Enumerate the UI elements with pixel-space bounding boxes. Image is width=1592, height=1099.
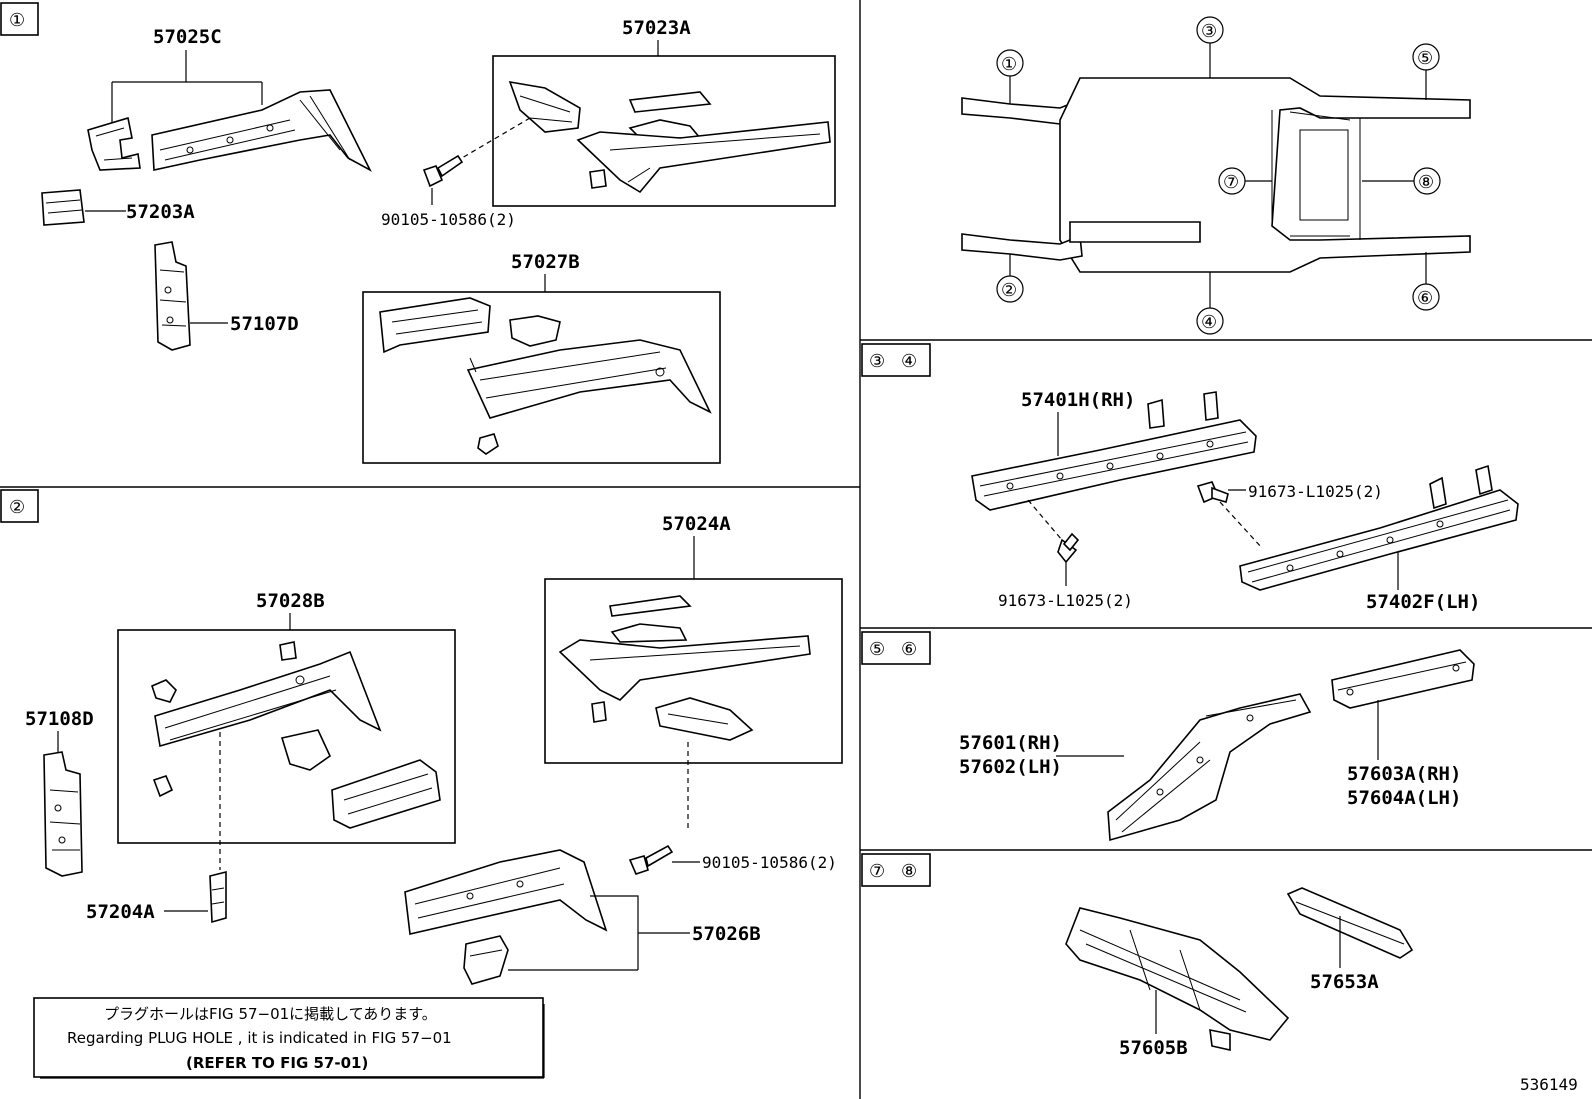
- svg-text:⑧: ⑧: [1418, 172, 1434, 193]
- svg-text:⑤: ⑤: [1417, 48, 1433, 69]
- svg-text:③: ③: [1201, 21, 1217, 42]
- label-57605B: 57605B: [1119, 1037, 1188, 1059]
- part-57024A-clip: [591, 701, 607, 723]
- label-57402F: 57402F(LH): [1366, 591, 1480, 613]
- leader-57026B: [508, 895, 690, 971]
- label-57602: 57602(LH): [959, 756, 1062, 778]
- note-line-en: Regarding PLUG HOLE , it is indicated in…: [67, 1029, 452, 1047]
- svg-text:⑥: ⑥: [1417, 288, 1433, 309]
- part-57402F: [1239, 464, 1519, 591]
- label-57108D: 57108D: [25, 708, 94, 730]
- part-57027B-nut: [477, 433, 499, 455]
- part-57204A: [209, 870, 227, 924]
- label-57025C: 57025C: [153, 26, 222, 48]
- section-label-2: ②: [0, 489, 39, 523]
- part-57028B-bracket: [280, 729, 332, 771]
- section-label-1: ①: [0, 2, 39, 36]
- box-57027B: [362, 291, 721, 464]
- label-57023A: 57023A: [622, 17, 691, 39]
- leader-57025C: [111, 50, 263, 125]
- bolt-90105-a: [422, 154, 464, 188]
- section-label-34: ③ ④: [861, 343, 931, 377]
- part-57028B-member: [331, 759, 441, 829]
- label-57107D: 57107D: [230, 313, 299, 335]
- label-57653A: 57653A: [1310, 971, 1379, 993]
- label-91673-a: 91673-L1025(2): [998, 591, 1133, 610]
- part-57027B-panel: [379, 297, 491, 354]
- bolt-91673-b: [1196, 481, 1229, 504]
- figure-id: 536149: [1520, 1075, 1578, 1094]
- part-57025C-bracket: [87, 116, 141, 171]
- label-57026B: 57026B: [692, 923, 761, 945]
- note-line-jp: プラグホールはFIG 57−01に掲載してあります。: [104, 1005, 437, 1023]
- dash-bolt-57023A: [449, 117, 531, 166]
- svg-text:⑦: ⑦: [869, 861, 885, 882]
- bolt-91673-a: [1057, 532, 1080, 564]
- part-57203A: [41, 189, 85, 226]
- svg-text:⑥: ⑥: [901, 639, 917, 660]
- label-90105-a: 90105-10586(2): [381, 210, 516, 229]
- part-57023A-bracket: [508, 80, 581, 133]
- label-57203A: 57203A: [126, 201, 195, 223]
- label-57601: 57601(RH): [959, 732, 1062, 754]
- svg-text:⑧: ⑧: [901, 861, 917, 882]
- part-57653A: [1286, 887, 1414, 959]
- label-57027B: 57027B: [511, 251, 580, 273]
- box-57023A: [492, 55, 836, 207]
- dash-91673-a: [1027, 499, 1063, 541]
- note-line-refer: (REFER TO FIG 57-01): [186, 1054, 368, 1072]
- label-57204A: 57204A: [86, 901, 155, 923]
- label-57024A: 57024A: [662, 513, 731, 535]
- part-57028B-rail: [154, 650, 382, 748]
- svg-text:③: ③: [869, 351, 885, 372]
- box-57024A: [544, 578, 843, 764]
- part-57028B-clip: [279, 641, 297, 661]
- part-57023A-rail: [576, 121, 831, 194]
- part-57023A-upper: [628, 91, 712, 139]
- part-57026B-rail: [404, 849, 608, 935]
- part-57027B-bracket: [509, 315, 561, 347]
- part-57023A-clip: [589, 169, 607, 189]
- part-57107D: [154, 241, 191, 351]
- part-57401H: [971, 391, 1257, 511]
- overview-callouts: ① ② ③ ④ ⑤ ⑥ ⑦ ⑧: [996, 16, 1441, 335]
- section-label-78: ⑦ ⑧: [861, 853, 931, 887]
- svg-text:⑦: ⑦: [1223, 172, 1239, 193]
- part-57605B: [1065, 907, 1290, 1051]
- part-57025C-rail: [151, 89, 372, 172]
- part-57024A-bracket: [655, 697, 754, 741]
- svg-text:④: ④: [901, 351, 917, 372]
- section-label-56: ⑤ ⑥: [861, 631, 931, 665]
- part-57108D: [43, 751, 83, 877]
- part-57024A-upper: [609, 595, 692, 643]
- dash-91673-b: [1219, 501, 1263, 549]
- part-57028B-small: [151, 679, 177, 703]
- label-57604A: 57604A(LH): [1347, 787, 1461, 809]
- svg-text:④: ④: [1201, 312, 1217, 333]
- part-57028B-nut: [152, 775, 174, 798]
- label-57603A: 57603A(RH): [1347, 763, 1461, 785]
- frame-overview: [961, 77, 1471, 273]
- svg-text:⑤: ⑤: [869, 639, 885, 660]
- svg-text:①: ①: [9, 10, 25, 31]
- svg-text:②: ②: [1001, 280, 1017, 301]
- part-57024A-rail: [558, 635, 811, 701]
- part-57026B-bracket: [463, 935, 509, 985]
- label-90105-b: 90105-10586(2): [702, 853, 837, 872]
- label-91673-b: 91673-L1025(2): [1248, 482, 1383, 501]
- label-57401H: 57401H(RH): [1021, 389, 1135, 411]
- svg-text:①: ①: [1001, 54, 1017, 75]
- plug-hole-note: プラグホールはFIG 57−01に掲載してあります。 Regarding PLU…: [33, 997, 545, 1079]
- part-57601: [1107, 693, 1312, 842]
- svg-text:②: ②: [9, 497, 25, 518]
- label-57028B: 57028B: [256, 590, 325, 612]
- part-57603A: [1331, 649, 1475, 709]
- box-57028B: [117, 629, 456, 844]
- part-57027B-rail: [466, 339, 712, 419]
- bolt-90105-b: [628, 844, 674, 875]
